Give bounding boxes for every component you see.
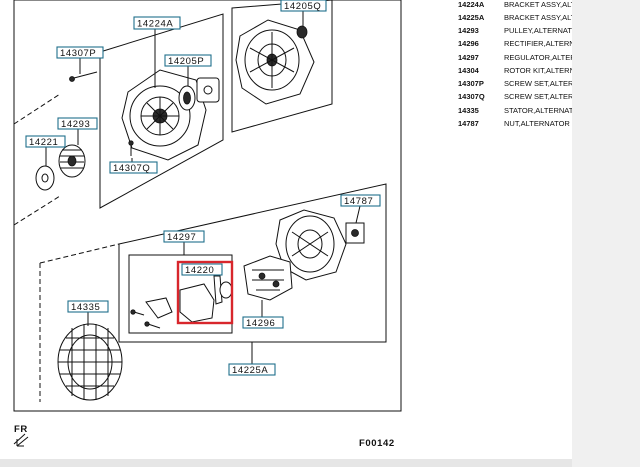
parts-list: 14224A BRACKET ASSY,ALTE 14225A BRACKET …	[440, 0, 640, 135]
part-code: 14307Q	[458, 92, 485, 101]
pulley-part	[58, 144, 86, 178]
part-description: NUT,ALTERNATOR IN	[504, 119, 580, 128]
callout-14307Q[interactable]: 14307Q	[109, 161, 158, 174]
svg-text:14225A: 14225A	[232, 365, 268, 376]
svg-text:14787: 14787	[344, 196, 373, 207]
part-description: PULLEY,ALTERNATOR	[504, 26, 584, 35]
svg-text:14293: 14293	[61, 119, 90, 130]
svg-text:14307P: 14307P	[60, 48, 96, 59]
rear-bracket-part	[235, 19, 315, 105]
part-code: 14787	[458, 119, 479, 128]
vertical-scroll-area[interactable]	[572, 0, 640, 467]
callout-14221[interactable]: 14221	[25, 135, 66, 148]
leader-lines	[45, 11, 361, 364]
part-code: 14224A	[458, 0, 485, 9]
part-code: 14293	[458, 26, 479, 35]
lower-assembly-outline	[118, 183, 387, 343]
direction-label: FR	[14, 424, 28, 435]
svg-text:14221: 14221	[29, 137, 58, 148]
callout-14335[interactable]: 14335	[67, 300, 109, 313]
part-code: 14296	[458, 39, 479, 48]
svg-text:14307Q: 14307Q	[113, 163, 150, 174]
part-description: RECTIFIER,ALTERNAT	[504, 39, 584, 48]
svg-text:14205P: 14205P	[168, 56, 204, 67]
callout-14205P[interactable]: 14205P	[164, 54, 212, 67]
part-code: 14307P	[458, 79, 484, 88]
part-description: SCREW SET,ALTERNA	[504, 92, 584, 101]
lower-dashed-outline	[39, 243, 120, 402]
highlight-box-14220	[176, 260, 234, 325]
front-direction-indicator: FR	[13, 424, 29, 447]
long-bolt-part	[69, 71, 98, 82]
part-description: BRACKET ASSY,ALTE	[504, 13, 581, 22]
front-bearing-part	[178, 77, 220, 111]
part-code: 14304	[458, 66, 479, 75]
svg-text:14205Q: 14205Q	[284, 1, 321, 12]
stator-part	[57, 323, 123, 401]
part-description: ROTOR KIT,ALTERNA	[504, 66, 580, 75]
rear-housing-part	[275, 209, 347, 281]
svg-text:14224A: 14224A	[137, 19, 173, 30]
callout-14787[interactable]: 14787	[340, 194, 381, 207]
part-code: 14225A	[458, 13, 485, 22]
upper-assembly-outline	[99, 13, 224, 209]
rectifier-part	[243, 255, 293, 301]
svg-text:14220: 14220	[185, 265, 214, 276]
left-dashed-outline	[13, 93, 61, 226]
part-description: SCREW SET,ALTERNA	[504, 79, 584, 88]
short-screw-part	[128, 140, 134, 156]
part-code: 14297	[458, 53, 479, 62]
callout-14224A[interactable]: 14224A	[133, 16, 181, 30]
callout-14225A[interactable]: 14225A	[228, 363, 276, 376]
terminal-nut-part	[345, 222, 365, 244]
callout-14297[interactable]: 14297	[163, 230, 205, 243]
diagram-frame	[13, 0, 402, 412]
diagram-code: F00142	[359, 438, 395, 449]
part-code: 14335	[458, 106, 479, 115]
washer-part	[35, 165, 55, 191]
part-description: REGULATOR,ALTERN	[504, 53, 582, 62]
callout-14307P[interactable]: 14307P	[56, 46, 104, 59]
part-description: BRACKET ASSY,ALTE	[504, 0, 581, 9]
horizontal-scrollbar[interactable]	[0, 459, 572, 467]
callout-14220[interactable]: 14220	[181, 263, 223, 276]
callout-14205Q[interactable]: 14205Q	[280, 0, 327, 12]
direction-arrow-icon	[13, 433, 29, 447]
part-description: STATOR,ALTERNATOR	[504, 106, 585, 115]
svg-text:14297: 14297	[167, 232, 196, 243]
front-bracket-part	[121, 69, 207, 161]
callout-14296[interactable]: 14296	[242, 316, 284, 329]
regulator-part	[130, 275, 233, 329]
svg-text:14296: 14296	[246, 318, 275, 329]
svg-text:14335: 14335	[71, 302, 100, 313]
callout-14293[interactable]: 14293	[57, 117, 98, 130]
